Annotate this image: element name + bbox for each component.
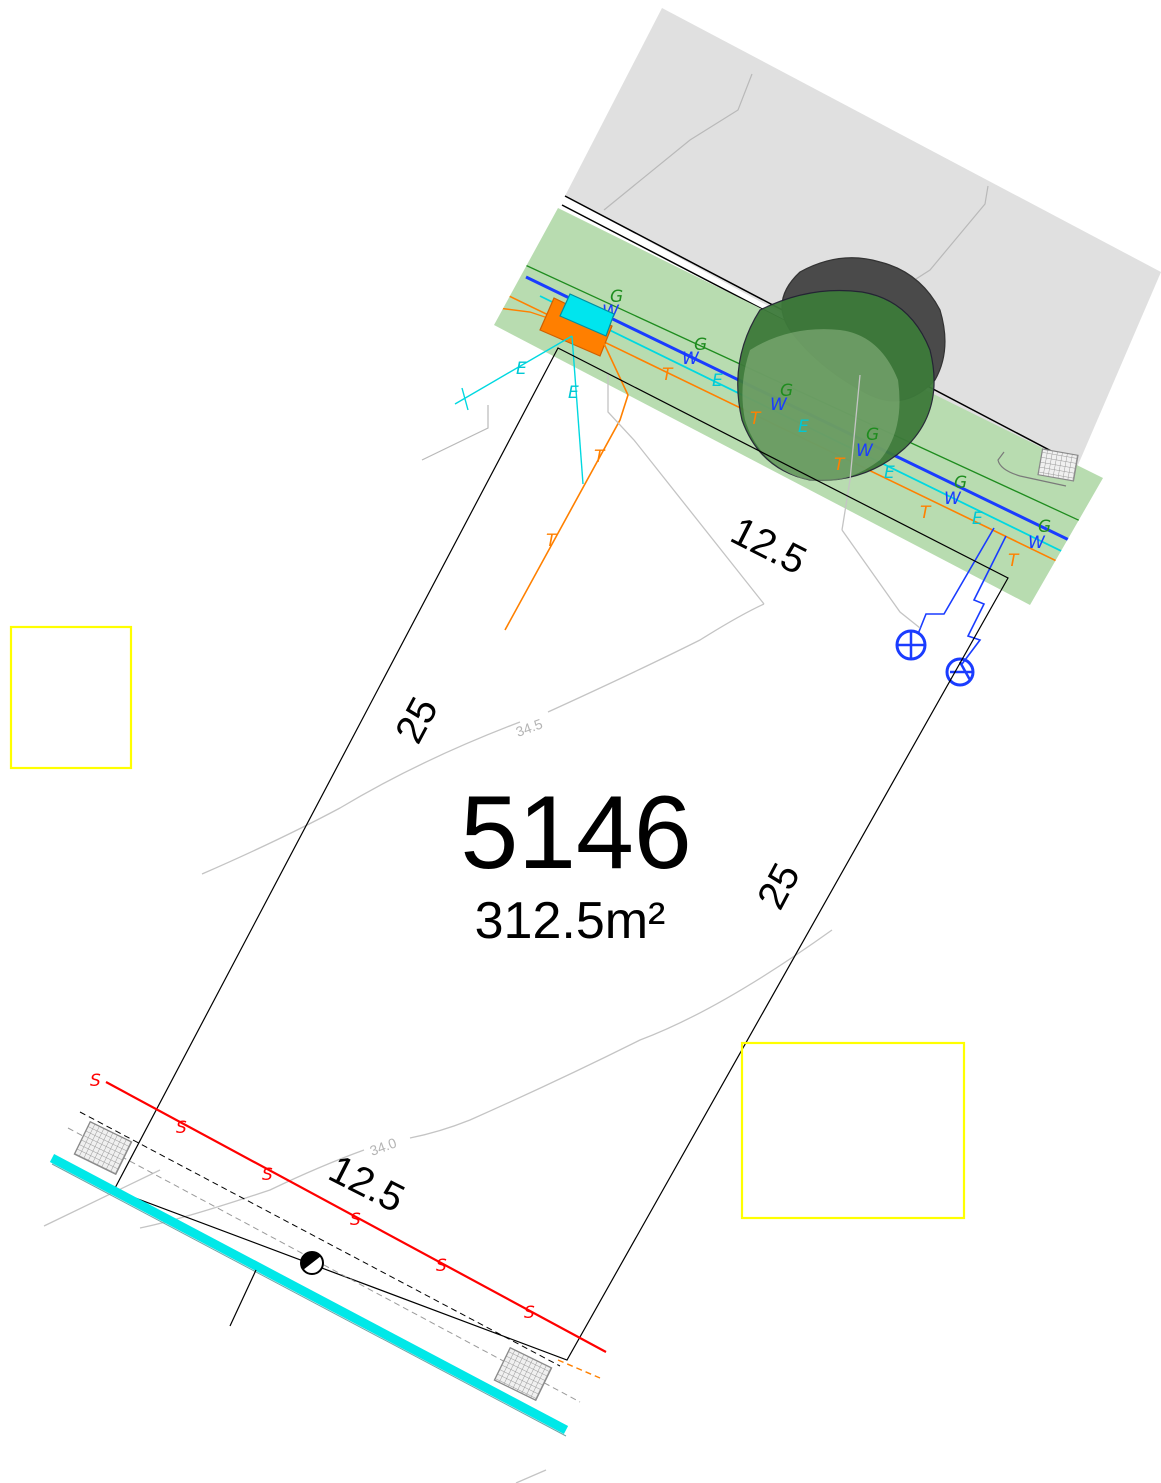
telecom-label: T	[662, 365, 674, 385]
building-envelope	[740, 1041, 966, 1220]
sewer-labels: S S S S S S	[90, 1071, 535, 1323]
tree-canopy-icon	[737, 257, 946, 482]
grated-pit-icon	[73, 1120, 133, 1176]
boundary-extension	[229, 1269, 257, 1327]
water-label: W	[856, 441, 874, 461]
water-label: W	[944, 489, 962, 509]
telecom-label: T	[750, 409, 762, 429]
rear-dimension: 12.5	[322, 1147, 411, 1222]
kerb-edge	[51, 1163, 567, 1437]
easement-line	[67, 1127, 581, 1403]
sewer-label: S	[524, 1303, 535, 1323]
road-area	[565, 8, 1161, 472]
building-envelope	[9, 625, 133, 770]
gas-label: G	[694, 335, 707, 355]
electricity-label: E	[972, 509, 983, 529]
electricity-label: E	[516, 359, 527, 379]
sewer-label: S	[350, 1210, 361, 1230]
sewer-label: S	[436, 1256, 447, 1276]
lot-area: 312.5m²	[475, 892, 666, 950]
contour-label: 34.0	[368, 1134, 399, 1158]
driveway-grate	[1037, 448, 1079, 482]
easement-line	[79, 1111, 561, 1367]
gas-label: G	[1038, 517, 1051, 537]
gas-label: G	[954, 473, 967, 493]
sewer-label: S	[262, 1165, 273, 1185]
lot-number: 5146	[460, 775, 691, 891]
left-side-dimension: 25	[387, 690, 447, 750]
neighbour-linework	[421, 405, 489, 461]
electricity-leads	[454, 335, 584, 485]
gas-label: G	[866, 425, 879, 445]
sewer-line	[105, 1081, 607, 1353]
telecom-label: T	[546, 531, 558, 551]
sewer-label: S	[90, 1071, 101, 1091]
water-service-lead	[917, 527, 1007, 665]
telecom-dashed-line	[557, 1359, 601, 1379]
water-label: W	[770, 395, 788, 415]
sewer-connection-icon	[945, 657, 975, 687]
crossover-outline	[997, 451, 1067, 487]
right-side-dimension: 25	[749, 856, 809, 916]
electric-pit-icon	[539, 293, 615, 357]
grated-pit-icon	[493, 1346, 553, 1402]
water-meter-icon	[895, 629, 927, 661]
telecom-lead	[504, 334, 629, 631]
manhole-icon	[300, 1251, 324, 1275]
front-dimension: 12.5	[724, 509, 813, 584]
water-label: W	[682, 349, 700, 369]
telecom-label: T	[834, 455, 846, 475]
electricity-label: E	[712, 371, 723, 391]
lot-boundary	[113, 347, 1009, 1361]
contour-label: 34.5	[514, 715, 545, 739]
telecom-label: T	[1008, 551, 1020, 571]
contour-lines	[43, 372, 921, 1483]
telecom-label: T	[594, 447, 606, 467]
service-labels: G G G G G G W W W W W W E E E E T T T T …	[602, 287, 1051, 571]
water-label: W	[1028, 533, 1046, 553]
electricity-label: E	[798, 417, 809, 437]
telecom-label: T	[920, 503, 932, 523]
kerb-line	[49, 1154, 569, 1434]
electricity-label: E	[568, 383, 579, 403]
gas-label: G	[610, 287, 623, 307]
electricity-label: E	[884, 463, 895, 483]
gas-label: G	[780, 381, 793, 401]
sewer-label: S	[176, 1118, 187, 1138]
